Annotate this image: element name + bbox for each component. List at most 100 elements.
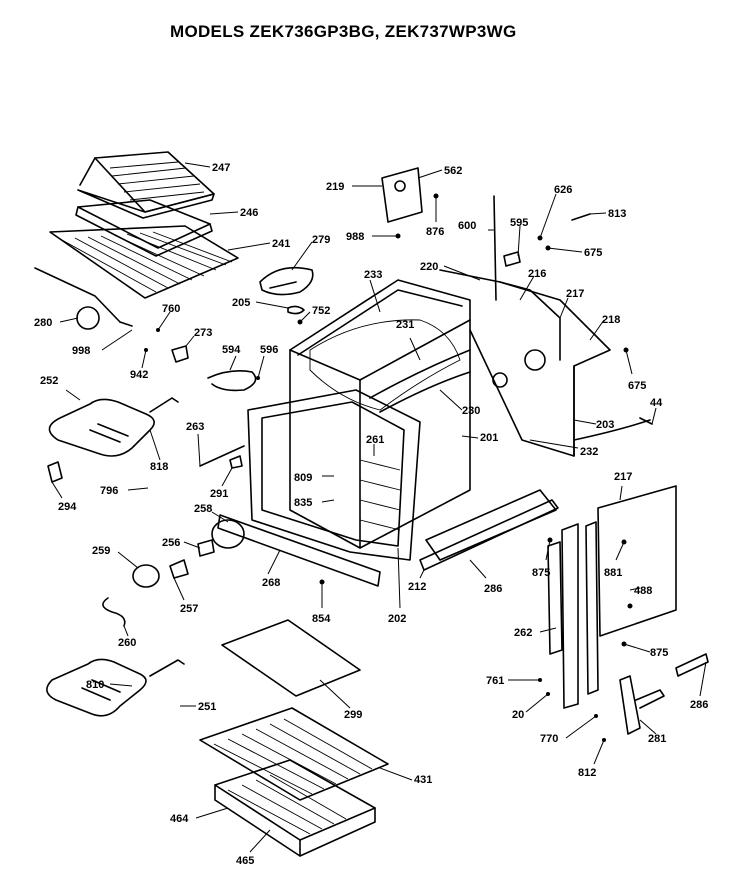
terminal-screw bbox=[394, 180, 406, 192]
oven-liner bbox=[247, 389, 421, 561]
callout-818: 818 bbox=[150, 461, 168, 473]
callout-230: 230 bbox=[462, 405, 480, 417]
callout-261: 261 bbox=[366, 434, 384, 446]
callout-259: 259 bbox=[92, 545, 110, 557]
callout-205: 205 bbox=[232, 297, 250, 309]
callout-810: 810 bbox=[86, 679, 104, 691]
callout-286: 286 bbox=[484, 583, 502, 595]
callout-294: 294 bbox=[58, 501, 77, 513]
callout-280: 280 bbox=[34, 317, 52, 329]
callout-854: 854 bbox=[312, 613, 331, 625]
wire-203 bbox=[573, 419, 651, 441]
callout-752: 752 bbox=[312, 305, 330, 317]
broil-element bbox=[46, 658, 185, 717]
callout-252: 252 bbox=[40, 375, 58, 387]
callout-241: 241 bbox=[272, 238, 290, 250]
callout-988: 988 bbox=[346, 231, 364, 243]
callout-247: 247 bbox=[212, 162, 230, 174]
callout-231: 231 bbox=[396, 319, 414, 331]
callout-675-b: 675 bbox=[628, 380, 646, 392]
sensor-clip-291 bbox=[229, 455, 243, 469]
callout-675: 675 bbox=[584, 247, 602, 259]
switch-273 bbox=[171, 345, 189, 363]
callout-796: 796 bbox=[100, 485, 118, 497]
callout-488: 488 bbox=[634, 585, 652, 597]
callout-881: 881 bbox=[604, 567, 622, 579]
callout-594: 594 bbox=[222, 344, 241, 356]
page-title: MODELS ZEK736GP3BG, ZEK737WP3WG bbox=[170, 22, 517, 41]
wire-harness bbox=[207, 370, 257, 392]
broiler-pan bbox=[75, 199, 213, 257]
terminal-block bbox=[381, 167, 423, 223]
callout-232: 232 bbox=[580, 446, 598, 458]
callout-260: 260 bbox=[118, 637, 136, 649]
callout-262: 262 bbox=[514, 627, 532, 639]
callout-218: 218 bbox=[602, 314, 620, 326]
callout-812: 812 bbox=[578, 767, 596, 779]
callout-220: 220 bbox=[420, 261, 438, 273]
callout-813: 813 bbox=[608, 208, 626, 220]
bake-element bbox=[48, 397, 179, 457]
callout-998: 998 bbox=[72, 345, 90, 357]
callout-258: 258 bbox=[194, 503, 212, 515]
callout-217-b: 217 bbox=[614, 471, 632, 483]
callout-281: 281 bbox=[648, 733, 666, 745]
power-cord bbox=[493, 195, 497, 301]
oven-rack bbox=[49, 225, 239, 299]
callout-760: 760 bbox=[162, 303, 180, 315]
light-assembly bbox=[132, 519, 245, 588]
screw-988 bbox=[395, 233, 401, 239]
harness-260 bbox=[102, 597, 126, 627]
callout-291: 291 bbox=[210, 488, 228, 500]
callout-279: 279 bbox=[312, 234, 330, 246]
oven-sensor bbox=[199, 445, 245, 467]
broiler-pan-insert bbox=[77, 151, 215, 219]
socket-205 bbox=[287, 305, 305, 315]
callout-257: 257 bbox=[180, 603, 198, 615]
callout-219: 219 bbox=[326, 181, 344, 193]
callout-626: 626 bbox=[554, 184, 572, 196]
callout-20: 20 bbox=[512, 709, 524, 721]
drip-tray bbox=[221, 619, 361, 697]
callout-268: 268 bbox=[262, 577, 280, 589]
callout-464: 464 bbox=[170, 813, 189, 825]
light-lens bbox=[259, 266, 314, 296]
callout-299: 299 bbox=[344, 709, 362, 721]
bracket-595 bbox=[503, 251, 521, 267]
callout-216: 216 bbox=[528, 268, 546, 280]
screw-813 bbox=[571, 213, 591, 221]
callout-875-b: 875 bbox=[650, 647, 668, 659]
bottom-trim bbox=[425, 489, 557, 561]
callout-286-b: 286 bbox=[690, 699, 708, 711]
callout-600: 600 bbox=[458, 220, 476, 232]
callout-595: 595 bbox=[510, 217, 528, 229]
callout-212: 212 bbox=[408, 581, 426, 593]
callout-761: 761 bbox=[486, 675, 504, 687]
callout-233: 233 bbox=[364, 269, 382, 281]
callout-273: 273 bbox=[194, 327, 212, 339]
callout-431: 431 bbox=[414, 774, 432, 786]
callout-202: 202 bbox=[388, 613, 406, 625]
callout-217: 217 bbox=[566, 288, 584, 300]
callout-246: 246 bbox=[240, 207, 258, 219]
front-frame bbox=[217, 514, 381, 587]
callout-44: 44 bbox=[650, 397, 663, 409]
bracket-294 bbox=[47, 461, 63, 483]
callout-201: 201 bbox=[480, 432, 498, 444]
callout-465: 465 bbox=[236, 855, 254, 867]
callout-263: 263 bbox=[186, 421, 204, 433]
callout-875: 875 bbox=[532, 567, 550, 579]
leader-lines bbox=[51, 162, 707, 853]
side-trim-286 bbox=[675, 653, 709, 677]
callout-835: 835 bbox=[294, 497, 312, 509]
callout-labels: 247 246 241 279 219 562 876 988 626 813 … bbox=[34, 162, 708, 867]
callout-770: 770 bbox=[540, 733, 558, 745]
callout-809: 809 bbox=[294, 472, 312, 484]
side-panel bbox=[547, 485, 677, 709]
oven-cavity bbox=[289, 279, 471, 549]
callout-562: 562 bbox=[444, 165, 462, 177]
callout-256: 256 bbox=[162, 537, 180, 549]
door-hinge bbox=[619, 675, 665, 735]
bottom-racks bbox=[199, 707, 389, 857]
